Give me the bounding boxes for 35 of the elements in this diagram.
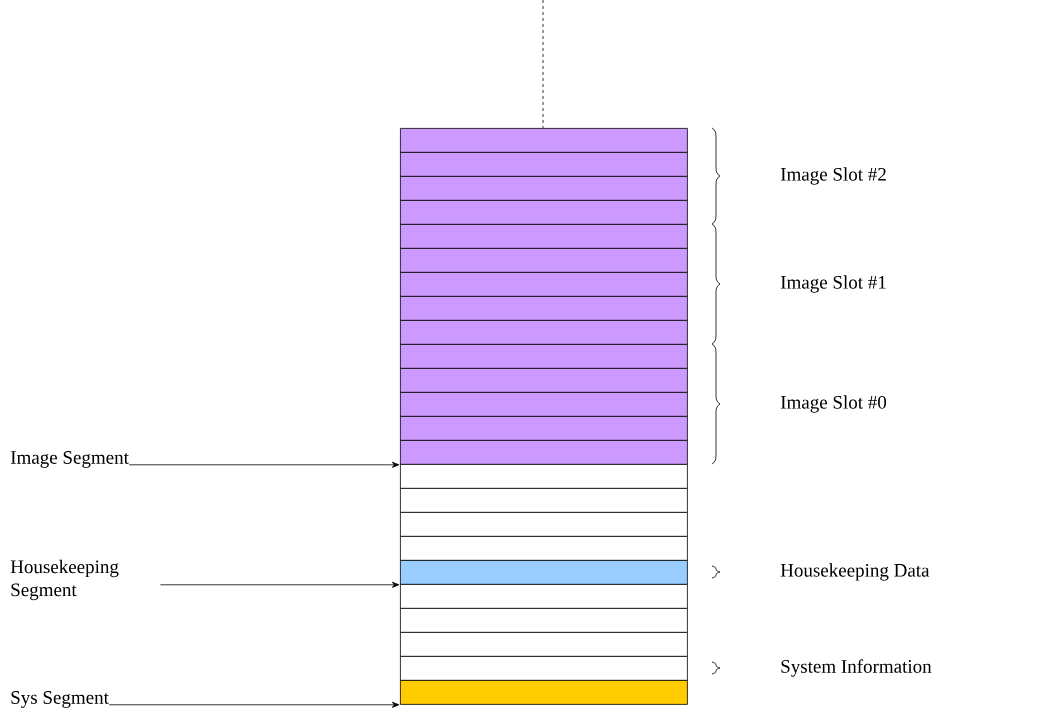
segment-label: Housekeeping Segment [10, 559, 119, 601]
segment-label: Sys Segment [11, 691, 109, 708]
memory-row [400, 296, 688, 321]
memory-row [400, 392, 688, 417]
memory-row [400, 344, 688, 369]
segment-label: Image Segment [10, 451, 129, 468]
slot-label: Image Slot #0 [780, 395, 887, 413]
memory-row [400, 152, 688, 177]
slot-label: Image Slot #2 [780, 167, 886, 185]
memory-row [400, 680, 688, 705]
memory-row [400, 440, 688, 465]
memory-row [400, 512, 688, 537]
memory-row [400, 608, 688, 633]
memory-row [400, 488, 688, 513]
slot-label: Image Slot #1 [780, 275, 886, 293]
memory-row [400, 584, 688, 609]
memory-row [400, 416, 688, 441]
memory-row [400, 656, 688, 681]
memory-row [400, 248, 688, 273]
arrow [160, 581, 400, 588]
arrow [128, 461, 400, 468]
memory-row [400, 632, 688, 657]
memory-row [400, 464, 688, 489]
memory-row [400, 320, 688, 345]
slot-label: System Information [781, 659, 932, 677]
memory-row [400, 560, 688, 585]
memory-row [400, 272, 688, 297]
memory-row [400, 536, 688, 561]
arrow [108, 701, 400, 708]
memory-row [400, 176, 688, 201]
memory-row [400, 200, 688, 225]
memory-row [400, 224, 688, 249]
slot-label: Housekeeping Data [780, 563, 930, 581]
memory-row [400, 128, 688, 153]
memory-row [400, 368, 688, 393]
